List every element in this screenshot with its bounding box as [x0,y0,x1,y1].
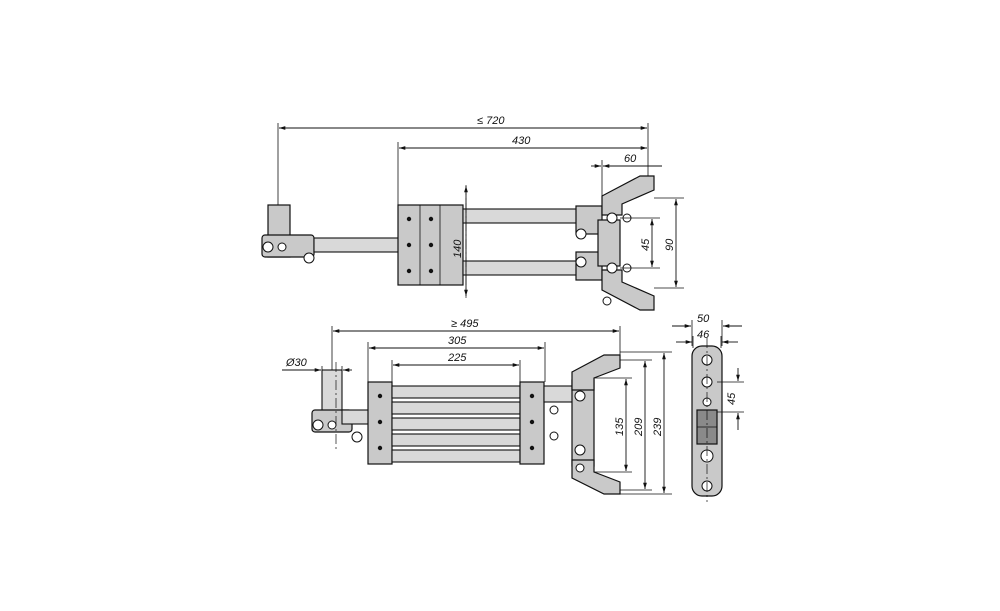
dim-arm-length: 430 [512,135,531,147]
dim-body-length: 305 [448,335,467,347]
side-arm [341,409,371,425]
dim-outer-jaw: 90 [664,238,676,251]
side-rod-5 [391,449,521,463]
side-rod-4 [391,433,521,447]
dim-bar-diameter: Ø30 [285,357,308,369]
dim-end-slot: 45 [726,392,738,405]
side-view: ≥ 495 305 225 Ø30 135 209 239 [282,318,672,495]
clamp-knob [303,252,315,264]
clamp-pin [277,242,287,252]
upper-rod [462,208,579,224]
clamp-screw [262,241,274,253]
vertical-bar [321,369,343,417]
dim-inner-jaw: 45 [640,238,652,251]
dim-height-mid: 209 [633,418,645,437]
lower-jaw [601,269,655,311]
dim-rod-spacing: 140 [452,239,464,258]
dim-end-width-outer: 50 [697,313,710,325]
top-view: ≤ 720 430 60 140 45 90 [261,115,684,311]
dim-end-width-inner: 46 [697,329,710,341]
side-rod-1 [391,385,521,399]
side-rod-2 [391,401,521,415]
lower-rod [462,260,579,276]
upper-jaw [601,175,655,216]
side-upper-jaw [571,354,621,391]
side-rod-3 [391,417,521,431]
side-jaw-arm [543,385,575,403]
end-view: 50 46 45 [672,313,744,502]
dim-total-length: ≤ 720 [477,115,505,127]
dim-rod-length: 225 [447,352,467,364]
dim-height-inner: 135 [614,417,626,436]
jaw-carrier [597,219,621,267]
dim-jaw-length: 60 [624,153,637,165]
dim-height-total: 239 [652,418,664,437]
dim-side-total: ≥ 495 [451,318,479,330]
horizontal-bar [313,237,403,253]
